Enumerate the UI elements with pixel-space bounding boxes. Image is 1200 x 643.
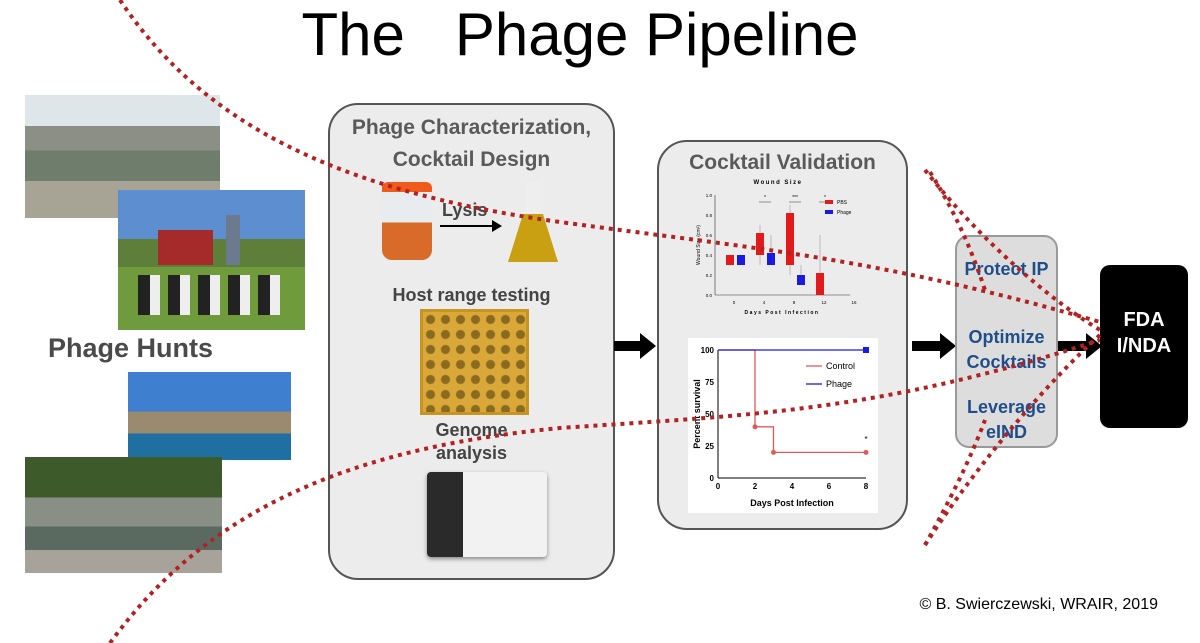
farm-photo <box>118 190 305 330</box>
y-tick-label: 0.0 <box>706 293 713 298</box>
fda-box: FDA I/NDA <box>1100 265 1188 428</box>
x-axis-label: Days Post Infection <box>745 310 820 315</box>
x-tick-label: 0 <box>716 482 721 491</box>
genome-label-line2: analysis <box>435 443 508 463</box>
control-point <box>771 449 776 455</box>
slide-title: The Phage Pipeline <box>301 1 859 68</box>
y-axis-label: Percent survival <box>692 379 702 449</box>
lysis-label: Lysis <box>442 200 488 220</box>
x-tick-label: 4 <box>763 300 766 305</box>
stage1-title-line2: Cocktail Design <box>392 148 551 171</box>
significance-label: * <box>764 195 766 201</box>
pbs-box <box>756 233 764 255</box>
significance-annotation: * <box>864 435 867 444</box>
x-tick-label: 8 <box>793 300 796 305</box>
chart-title: Wound Size <box>754 180 803 186</box>
y-tick-label: 1.0 <box>706 193 713 198</box>
y-tick-label: 0.2 <box>706 273 713 278</box>
ip-stage: Protect IP Optimize Cocktails Leverage e… <box>955 235 1058 448</box>
protect-ip-label: Protect IP <box>964 259 1049 279</box>
sequencer-image <box>427 472 547 557</box>
significance-label: *** <box>792 195 798 201</box>
flask-after-icon <box>508 182 558 262</box>
arrow-to-fda <box>1058 333 1102 359</box>
phage-box <box>767 253 775 265</box>
lysis-arrowhead-icon <box>492 220 502 232</box>
x-tick-label: 8 <box>864 482 869 491</box>
city-skyline-photo <box>128 372 291 460</box>
y-tick-label: 100 <box>701 346 715 355</box>
optimize-line1: Optimize <box>968 327 1045 347</box>
lysis-arrow-icon <box>440 225 495 227</box>
phage-point <box>863 347 869 353</box>
y-tick-label: 0.6 <box>706 233 713 238</box>
x-axis-label: Days Post Infection <box>750 498 834 508</box>
genome-label-line1: Genome <box>435 420 508 440</box>
pbs-box <box>816 273 824 295</box>
legend-swatch <box>825 200 833 204</box>
arrow-to-validation <box>614 333 656 359</box>
x-tick-label: 16 <box>851 300 857 305</box>
y-tick-label: 25 <box>705 442 714 451</box>
y-tick-label: 0 <box>710 474 715 483</box>
x-tick-label: 12 <box>821 300 827 305</box>
y-tick-label: 0.8 <box>706 213 713 218</box>
phage-box <box>797 275 805 285</box>
pbs-box <box>786 213 794 265</box>
river-photo <box>25 457 222 573</box>
phage-hunts-label: Phage Hunts <box>48 333 214 363</box>
x-tick-label: 2 <box>753 482 758 491</box>
stage2-title: Cocktail Validation <box>689 151 876 174</box>
optimize-line2: Cocktails <box>966 352 1047 372</box>
control-point <box>752 424 758 430</box>
flask-before-icon <box>382 182 432 260</box>
wound-size-chart: Wound Size 0.0 0.2 0.4 0.6 0.8 1.0 0 4 8 12 16Days … <box>696 180 857 315</box>
host-range-plate-image <box>420 309 529 415</box>
control-point <box>863 449 869 455</box>
leverage-line1: Leverage <box>966 397 1047 417</box>
fda-line2: I/NDA <box>1116 335 1172 357</box>
fda-line1: FDA <box>1123 309 1165 331</box>
characterization-stage: Phage Characterization, Cocktail Design … <box>328 103 615 580</box>
host-range-label: Host range testing <box>392 285 551 305</box>
y-tick-label: 0.4 <box>706 253 713 258</box>
x-tick-label: 4 <box>790 482 795 491</box>
stage1-title-line1: Phage Characterization, <box>351 116 592 139</box>
x-tick-label: 0 <box>733 300 736 305</box>
legend-label: Control <box>826 361 855 371</box>
x-tick-label: 6 <box>827 482 832 491</box>
y-tick-label: 75 <box>705 378 714 387</box>
y-tick-label: 50 <box>705 410 714 419</box>
copyright: © B. Swierczewski, WRAIR, 2019 <box>919 596 1158 613</box>
pbs-box <box>726 255 734 265</box>
phage-box <box>737 255 745 265</box>
legend-label: Phage <box>826 379 852 389</box>
legend-label: PBS <box>837 200 848 206</box>
legend-label: Phage <box>837 210 852 216</box>
legend-swatch <box>825 210 833 214</box>
leverage-line2: eIND <box>985 422 1027 442</box>
arrow-to-ip <box>912 333 956 359</box>
y-axis-label: Wound Size (cm²) <box>696 225 702 265</box>
